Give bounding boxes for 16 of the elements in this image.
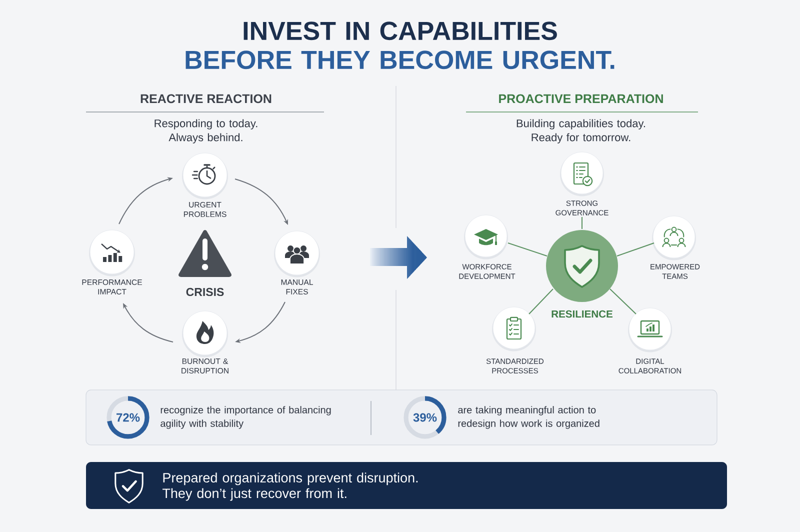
stat-text: are taking meaningful action to redesign how work is organized (458, 406, 600, 429)
node-label: CRISIS (186, 288, 224, 296)
stat-text: recognize the importance of balancing agility with stability (160, 406, 331, 429)
connector-line (616, 242, 654, 256)
connector-line (528, 288, 554, 314)
banner: Prepared organizations prevent disruption. They don’t just recover from it. (86, 462, 727, 509)
hub-label: RESILIENCE (552, 310, 613, 318)
subtitle: Building capabilities today. Ready for tomorrow. (516, 119, 645, 144)
section-heading: PROACTIVE PREPARATION (499, 94, 663, 104)
connector-line (610, 288, 636, 314)
stats-panel (86, 390, 718, 446)
percent-ring: 72% (106, 396, 150, 439)
connector-line (508, 242, 548, 256)
title: INVEST IN CAPABILITIES BEFORE THEY BECOME URGENT. (186, 22, 614, 70)
percent-ring: 39% (404, 396, 446, 439)
section-heading: REACTIVE REACTION (140, 94, 272, 104)
